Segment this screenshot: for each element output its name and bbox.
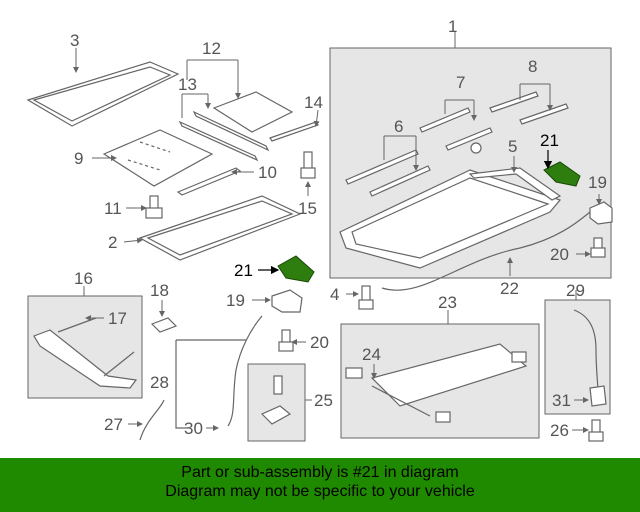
callout-18: 18	[150, 281, 169, 300]
callout-31: 31	[552, 391, 571, 410]
glass-seal-part	[26, 61, 180, 127]
glass-panel-part	[212, 91, 294, 133]
callout-16: 16	[74, 269, 93, 288]
callout-9: 9	[74, 149, 83, 168]
callout-17: 17	[108, 309, 127, 328]
callout-26: 26	[550, 421, 569, 440]
elbow-part-27	[139, 399, 165, 441]
callout-6: 6	[394, 117, 403, 136]
callout-23: 23	[438, 293, 457, 312]
callout-22: 22	[500, 279, 519, 298]
callout-3: 3	[70, 31, 79, 50]
drain-cable-part	[381, 211, 591, 291]
callout-29: 29	[566, 281, 585, 300]
callout-15: 15	[298, 199, 317, 218]
callout-11: 11	[104, 199, 122, 218]
rail-parts-7	[419, 107, 493, 151]
clip-part-31	[589, 385, 607, 407]
footer-line-1: Part or sub-assembly is #21 in diagram	[181, 464, 459, 481]
callout-25: 25	[314, 391, 333, 410]
callout-5: 5	[508, 137, 517, 156]
bracket-part-18	[150, 317, 178, 333]
leader-lines	[73, 32, 602, 433]
callout-10: 10	[258, 163, 277, 182]
footer-banner: Part or sub-assembly is #21 in diagram D…	[0, 458, 640, 512]
clip-part	[470, 142, 482, 154]
callout-19-right: 19	[588, 173, 607, 192]
sunroof-frame-part	[339, 169, 562, 269]
connector-part-30	[175, 340, 188, 429]
motor-bracket-part-19-lower	[271, 289, 303, 313]
bolt-part-15	[300, 151, 316, 179]
trim-strip-part	[269, 121, 319, 142]
callout-30: 30	[184, 419, 203, 438]
frame-seal-part	[138, 195, 302, 261]
strip-part	[176, 167, 242, 196]
bolt-part-11	[145, 195, 163, 219]
callout-21-upper: 21	[540, 131, 559, 150]
drain-tube-assembly-parts	[33, 317, 138, 389]
callout-20-lower: 20	[310, 333, 329, 352]
callout-27: 27	[104, 415, 123, 434]
sunshade-roll-part	[345, 343, 528, 423]
callout-14: 14	[304, 93, 323, 112]
callout-12: 12	[202, 39, 221, 58]
parts-diagram: 1 2 3 4 5 6 7 8 9 10 11 12 13 14 15 16 1…	[26, 17, 613, 442]
footer-line-2: Diagram may not be specific to your vehi…	[165, 483, 475, 500]
seal-strip-5	[468, 167, 562, 201]
callout-28: 28	[150, 373, 169, 392]
callout-4: 4	[330, 285, 339, 304]
drain-hose-part-28	[227, 315, 263, 427]
callout-13: 13	[178, 75, 197, 94]
part-21-highlight-upper	[543, 161, 581, 187]
rail-parts	[178, 110, 270, 162]
callout-7: 7	[456, 73, 465, 92]
fitting-parts-25	[260, 375, 292, 425]
callout-19-lower: 19	[226, 291, 245, 310]
callout-21-lower: 21	[234, 261, 253, 280]
callout-20-right: 20	[550, 245, 569, 264]
motor-bracket-part-19-right	[589, 201, 613, 225]
part-21-highlight-lower	[277, 255, 315, 283]
callout-8: 8	[528, 57, 537, 76]
callout-2: 2	[108, 233, 117, 252]
bolt-part-4	[358, 285, 374, 310]
callout-24: 24	[362, 345, 381, 364]
rail-parts-8	[489, 91, 569, 125]
bolt-part-20-lower	[278, 329, 294, 352]
bolt-part-20-right	[590, 237, 606, 258]
callout-1: 1	[448, 17, 457, 36]
hose-part-29	[573, 309, 599, 393]
sunshade-panel-part	[102, 129, 214, 187]
bolt-part-26	[588, 419, 604, 442]
